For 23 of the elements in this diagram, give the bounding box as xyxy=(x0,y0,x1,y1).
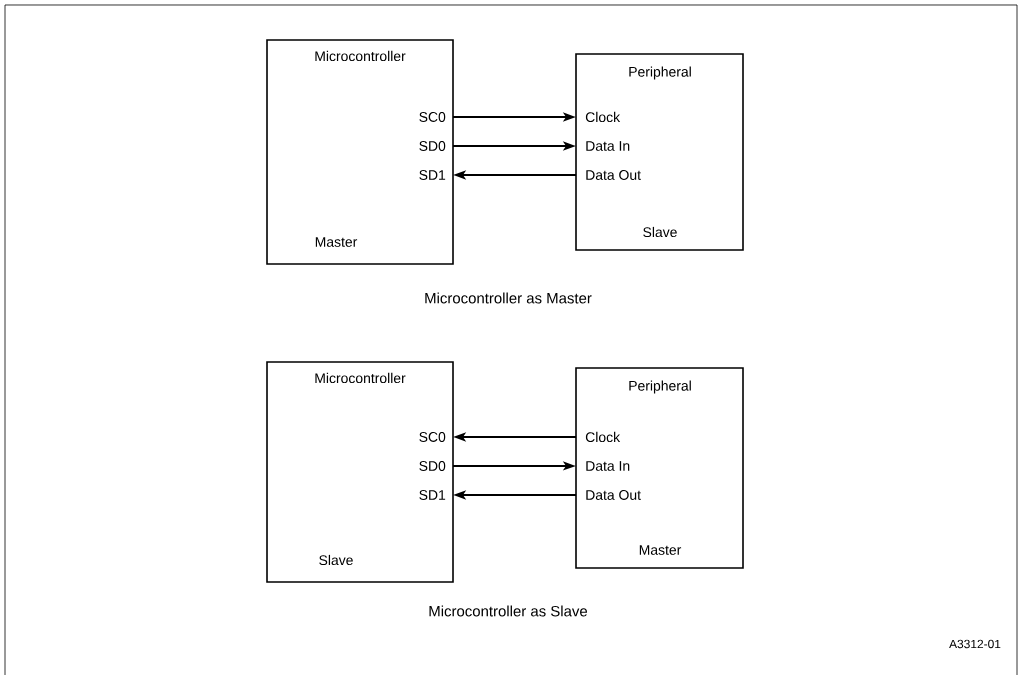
figure-number: A3312-01 xyxy=(949,639,1001,649)
pin-label: Data Out xyxy=(586,170,641,180)
block-label: Microcontroller xyxy=(315,50,406,62)
pin-label: SD1 xyxy=(419,170,446,180)
block-label: Microcontroller xyxy=(315,372,406,384)
figure-caption: Microcontroller as Slave xyxy=(429,605,588,617)
block-label: Peripheral xyxy=(629,380,691,394)
block-label: Slave xyxy=(319,554,353,566)
pin-label: Clock xyxy=(585,431,621,443)
pin-label: SD1 xyxy=(419,490,446,500)
block-label: Slave xyxy=(643,226,677,238)
pin-label: Data In xyxy=(586,461,630,471)
pin-label: SC0 xyxy=(419,112,446,122)
block-label: Master xyxy=(639,545,682,555)
pin-label: SD0 xyxy=(419,461,446,471)
block-label: Peripheral xyxy=(629,66,691,80)
pin-label: SC0 xyxy=(419,432,446,442)
pin-label: SD0 xyxy=(419,141,446,151)
pin-label: Clock xyxy=(585,111,621,123)
pin-label: Data In xyxy=(586,141,630,151)
pin-label: Data Out xyxy=(586,490,641,500)
block-label: Master xyxy=(315,237,358,247)
figure-caption: Microcontroller as Master xyxy=(425,292,592,304)
